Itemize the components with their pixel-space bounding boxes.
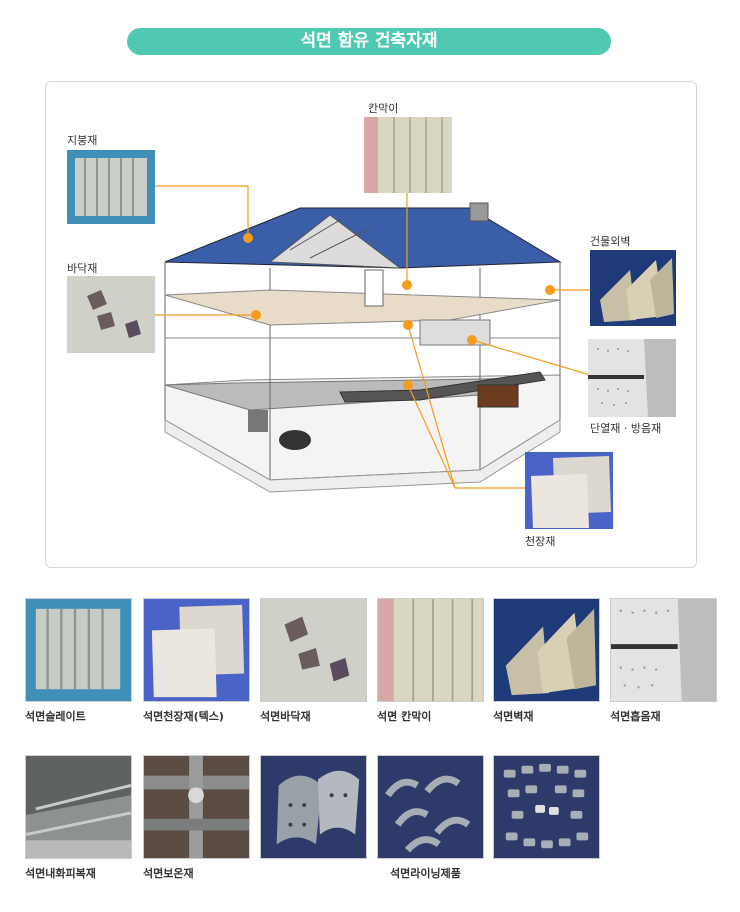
gallery-label-10: 석면라이닝제품: [390, 867, 461, 880]
asbestos-slate-photo: [25, 598, 132, 702]
gallery-label-7: 석면내화피복재: [25, 867, 96, 880]
gallery-label-3: 석면바닥재: [260, 710, 311, 723]
gallery-label-6: 석면흡음재: [610, 710, 661, 723]
asbestos-wall-photo: [493, 598, 600, 702]
gallery-label-1: 석면슬레이트: [25, 710, 86, 723]
exterior-wall-photo: [590, 250, 676, 326]
page-title: 석면 함유 건축자재: [127, 28, 611, 55]
roof-label: 지붕재: [67, 134, 98, 147]
gallery-label-2: 석면천장재(텍스): [143, 710, 224, 723]
asbestos-floor-photo: [260, 598, 367, 702]
exterior-wall-label: 건물외벽: [590, 235, 631, 248]
asbestos-ceiling-tex-photo: [143, 598, 250, 702]
gallery-label-8: 석면보온재: [143, 867, 194, 880]
insulation-photo: [588, 339, 676, 417]
lining-products-photo: [377, 755, 484, 859]
brake-lining-photo: [260, 755, 367, 859]
insulation-label: 단열재 · 방음재: [590, 422, 662, 435]
ceiling-material-photo: [525, 452, 613, 529]
asbestos-fireproof-coating-photo: [25, 755, 132, 859]
asbestos-partition-photo: [377, 598, 484, 702]
asbestos-sound-absorber-photo: [610, 598, 717, 702]
ceiling-label: 천장재: [525, 535, 556, 548]
floor-label: 바닥재: [67, 262, 98, 275]
brake-pads-photo: [493, 755, 600, 859]
partition-label: 칸막이: [368, 102, 399, 115]
partition-photo: [364, 117, 452, 193]
gallery-label-5: 석면벽재: [493, 710, 534, 723]
roof-material-photo: [67, 150, 155, 224]
gallery-label-4: 석면 칸막이: [377, 710, 432, 723]
asbestos-pipe-insulation-photo: [143, 755, 250, 859]
floor-material-photo: [67, 276, 155, 353]
